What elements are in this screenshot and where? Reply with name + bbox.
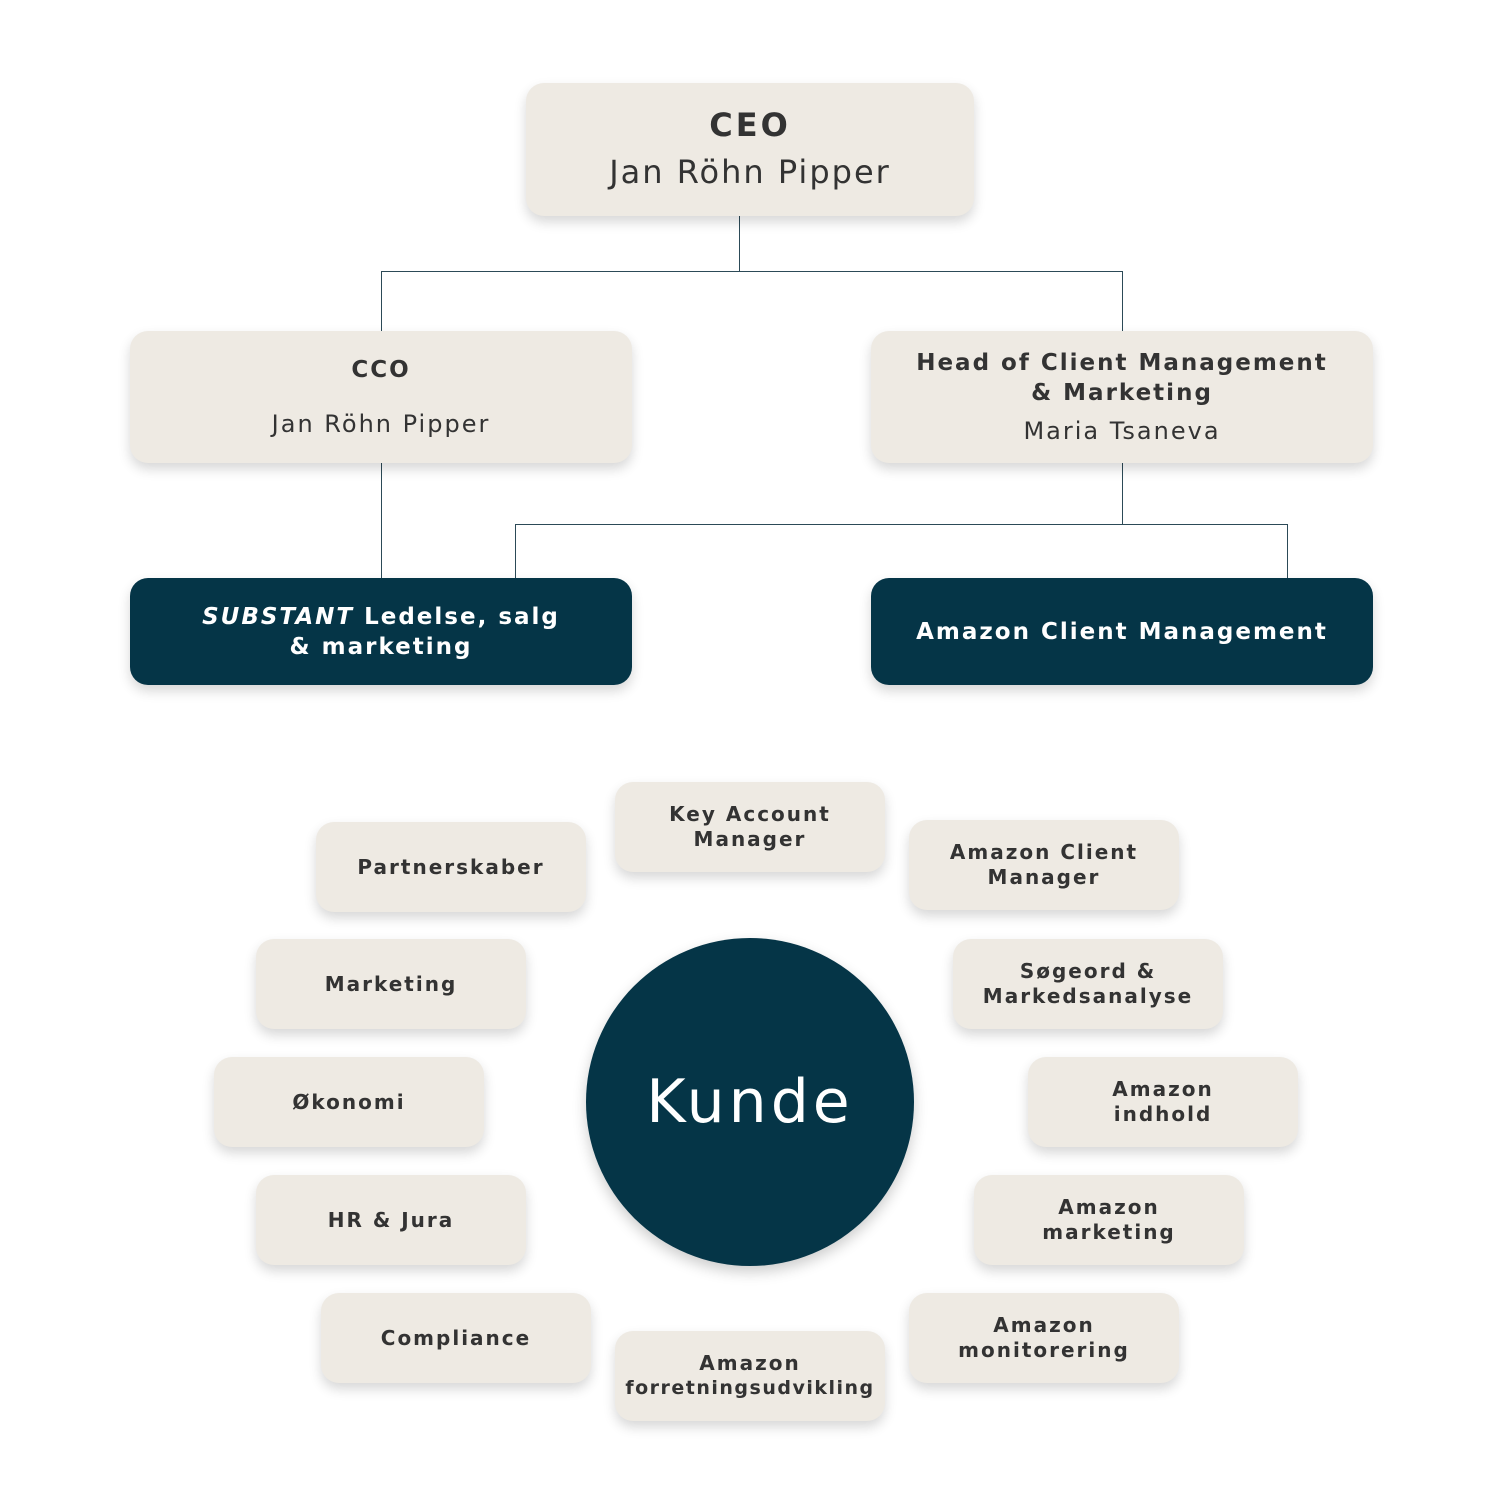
pill-amazon-indhold: Amazon indhold xyxy=(1028,1057,1298,1147)
pill-text-line: Amazon xyxy=(1058,1195,1160,1219)
pill-text-line: monitorering xyxy=(958,1338,1130,1362)
head-of-client-management-box: Head of Client Management & Marketing Ma… xyxy=(871,331,1373,463)
ceo-role: CEO xyxy=(709,105,791,144)
pill-text-line: indhold xyxy=(1113,1102,1213,1126)
substant-line1-rest: Ledelse, salg xyxy=(354,603,560,630)
amazon-client-management-box: Amazon Client Management xyxy=(871,578,1373,685)
connector-amazon-cm-up xyxy=(1287,524,1288,578)
head-role-line2: & Marketing xyxy=(1031,380,1213,406)
pill-text-line: Marketing xyxy=(324,971,458,996)
pill-text-line: forretningsudvikling xyxy=(625,1377,875,1399)
pill-text-line: HR & Jura xyxy=(327,1207,455,1232)
ceo-box: CEO Jan Röhn Pipper xyxy=(526,83,974,216)
connector-level1-horizontal xyxy=(381,271,1123,272)
ceo-name: Jan Röhn Pipper xyxy=(609,152,891,191)
connector-head-down xyxy=(1122,463,1123,525)
pill-soegeord-markedsanalyse: Søgeord & Markedsanalyse xyxy=(953,939,1223,1029)
substant-box: SUBSTANT Ledelse, salg & marketing xyxy=(130,578,632,685)
pill-text-line: Søgeord & xyxy=(1019,959,1157,983)
connector-ceo-down xyxy=(739,216,740,272)
substant-logo-text: SUBSTANT xyxy=(202,603,355,630)
cco-role: CCO xyxy=(351,357,411,383)
connector-cco-down xyxy=(381,463,382,578)
connector-substant-up xyxy=(515,524,516,578)
connector-head-up xyxy=(1122,271,1123,331)
pill-hr-jura: HR & Jura xyxy=(256,1175,526,1265)
substant-line1: SUBSTANT Ledelse, salg xyxy=(202,602,560,632)
kunde-circle: Kunde xyxy=(586,938,914,1266)
pill-oekonomi: Økonomi xyxy=(214,1057,484,1147)
pill-text-line: Manager xyxy=(693,827,807,851)
pill-text-line: marketing xyxy=(1042,1220,1176,1244)
pill-amazon-marketing: Amazon marketing xyxy=(974,1175,1244,1265)
pill-text-line: Key Account xyxy=(669,802,831,826)
pill-amazon-forretningsudvikling: Amazon forretningsudvikling xyxy=(615,1331,885,1421)
cco-box: CCO Jan Röhn Pipper xyxy=(130,331,632,463)
pill-text-line: Compliance xyxy=(380,1325,532,1350)
pill-text-line: Markedsanalyse xyxy=(982,984,1194,1008)
head-name: Maria Tsaneva xyxy=(1023,417,1221,445)
head-role-line1: Head of Client Management xyxy=(916,350,1328,376)
pill-partnerskaber: Partnerskaber xyxy=(316,822,586,912)
pill-key-account-manager: Key Account Manager xyxy=(615,782,885,872)
pill-text-line: Amazon xyxy=(699,1351,801,1375)
pill-text-line: Amazon xyxy=(1112,1077,1214,1101)
substant-line2: & marketing xyxy=(289,633,473,660)
pill-amazon-client-manager: Amazon Client Manager xyxy=(909,820,1179,910)
pill-text-line: Amazon Client xyxy=(949,840,1139,864)
pill-text-line: Økonomi xyxy=(292,1089,406,1114)
kunde-label: Kunde xyxy=(646,1067,854,1137)
pill-compliance: Compliance xyxy=(321,1293,591,1383)
amazon-client-management-label: Amazon Client Management xyxy=(916,618,1328,645)
pill-text-line: Amazon xyxy=(993,1313,1095,1337)
pill-amazon-monitorering: Amazon monitorering xyxy=(909,1293,1179,1383)
pill-text-line: Partnerskaber xyxy=(357,854,545,879)
connector-cco-up xyxy=(381,271,382,331)
pill-text-line: Manager xyxy=(987,865,1101,889)
cco-name: Jan Röhn Pipper xyxy=(271,410,491,438)
pill-marketing: Marketing xyxy=(256,939,526,1029)
connector-level2-horizontal xyxy=(515,524,1288,525)
